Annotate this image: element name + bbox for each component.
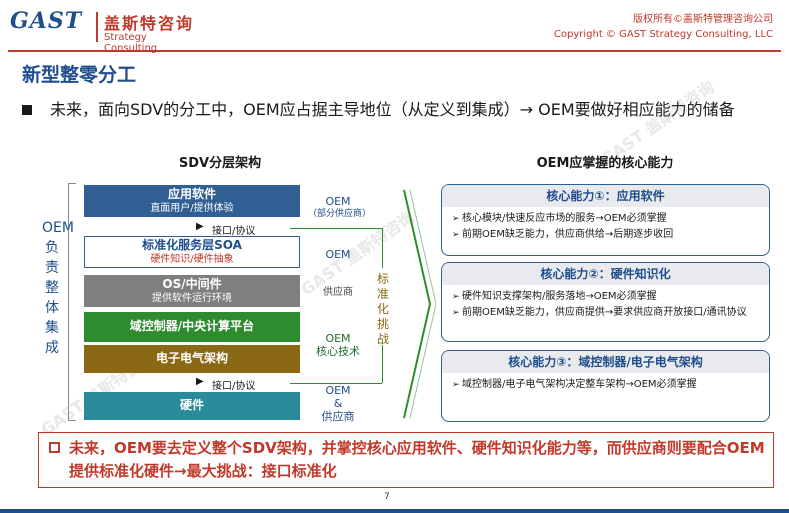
capability-item: ➢核心模块/快速反应市场的服务→OEM必须掌握 <box>442 211 769 227</box>
layer-os-middleware: OS/中间件 提供软件运行环境 <box>84 275 300 307</box>
interface-label: 接口/协议 <box>212 226 256 237</box>
capability-item: ➢硬件知识支撑架构/服务落地→OEM必须掌握 <box>442 289 769 305</box>
oem-integration-label: OEM负责整体集成 <box>42 220 74 356</box>
owner-sub: 核心技术 <box>316 345 360 358</box>
header-divider <box>8 50 781 52</box>
capability-item-text: 前期OEM缺乏能力，供应商提供→要求供应商开放接口/通讯协议 <box>462 307 747 318</box>
slide-title: 新型整零分工 <box>22 64 137 86</box>
conclusion-box: 未来，OEM要去定义整个SDV架构，并掌控核心应用软件、硬件知识化能力等，而供应… <box>38 432 774 488</box>
capability-item-text: 核心模块/快速反应市场的服务→OEM必须掌握 <box>462 213 667 224</box>
arrow-right-icon: ➢ <box>452 230 460 240</box>
logo-gast-text: GAST <box>10 8 83 34</box>
layer-soa: 标准化服务层SOA 硬件知识/硬件抽象 <box>84 236 300 268</box>
bullet-text: 未来，面向SDV的分工中，OEM应占据主导地位（从定义到集成）→ OEM要做好相… <box>50 100 735 119</box>
capability-item-text: 硬件知识支撑架构/服务落地→OEM必须掌握 <box>462 291 657 302</box>
integration-bracket <box>68 183 76 421</box>
owner-sub: （部分供应商） <box>308 209 372 219</box>
owner-label-app: OEM （部分供应商） <box>308 195 372 221</box>
sdv-architecture-title: SDV分层架构 <box>178 156 262 171</box>
layer-main-label: 标准化服务层SOA <box>142 238 242 252</box>
capability-heading: 核心能力②：硬件知识化 <box>442 263 769 285</box>
layer-sub-label: 直面用户/提供体验 <box>150 203 234 214</box>
logo-cn-text: 盖斯特咨询 <box>104 14 195 33</box>
owner-amp: & <box>333 397 343 410</box>
owner-label-domain: OEM 核心技术 <box>308 332 368 358</box>
logo-separator <box>96 12 98 42</box>
challenge-connector <box>290 383 382 384</box>
arrow-right-icon: ➢ <box>452 308 460 318</box>
capability-card: 核心能力③：域控制器/电子电气架构 ➢域控制器/电子电气架构决定整车架构→OEM… <box>441 350 770 422</box>
copyright-notice: 版权所有©盖斯特管理咨询公司 Copyright © GAST Strategy… <box>554 12 773 42</box>
bullet-square-icon <box>22 105 32 115</box>
layer-main-label: 应用软件 <box>167 187 216 201</box>
page-number: 7 <box>384 492 390 502</box>
owner-sub: 供应商 <box>321 410 355 423</box>
hollow-square-bullet-icon <box>49 442 60 453</box>
capability-heading: 核心能力③：域控制器/电子电气架构 <box>442 351 769 373</box>
layer-main-label: OS/中间件 <box>162 277 222 291</box>
capability-card: 核心能力②：硬件知识化 ➢硬件知识支撑架构/服务落地→OEM必须掌握 ➢前期OE… <box>441 262 770 342</box>
bracket-arrow-icon <box>403 189 436 419</box>
capability-item: ➢前期OEM缺乏能力，供应商提供→要求供应商开放接口/通讯协议 <box>442 305 769 321</box>
capability-item-text: 前期OEM缺乏能力，供应商供给→后期逐步收回 <box>462 229 674 240</box>
owner-label-hardware: OEM & 供应商 <box>308 384 368 423</box>
interface-label: 接口/协议 <box>212 381 256 392</box>
challenge-connector <box>382 228 383 268</box>
capability-item: ➢前期OEM缺乏能力，供应商供给→后期逐步收回 <box>442 227 769 243</box>
logo-en-text: Strategy Consulting <box>104 32 158 54</box>
layer-sub-label: 硬件知识/硬件抽象 <box>150 254 234 265</box>
interface-arrow-icon: ▶ <box>196 376 204 387</box>
company-logo: GAST 盖斯特咨询 Strategy Consulting <box>10 6 200 54</box>
layer-ee-architecture: 电子电气架构 <box>84 345 300 373</box>
conclusion-text: 未来，OEM要去定义整个SDV架构，并掌控核心应用软件、硬件知识化能力等，而供应… <box>69 439 765 480</box>
arrow-right-icon: ➢ <box>452 380 460 390</box>
interface-arrow-icon: ▶ <box>196 221 204 232</box>
layer-main-label: 硬件 <box>179 398 204 412</box>
arrow-right-icon: ➢ <box>452 292 460 302</box>
owner-main: OEM <box>325 384 351 397</box>
challenge-connector <box>290 228 382 229</box>
footer-bar <box>0 509 789 513</box>
layer-domain-controller: 域控制器/中央计算平台 <box>84 312 300 342</box>
layer-main-label: 域控制器/中央计算平台 <box>129 319 255 333</box>
arrow-right-icon: ➢ <box>452 214 460 224</box>
challenge-connector <box>382 345 383 383</box>
copyright-cn: 版权所有©盖斯特管理咨询公司 <box>633 14 773 25</box>
standardization-challenge-label: 标准化挑战 <box>376 272 389 346</box>
core-capabilities-title: OEM应掌握的核心能力 <box>536 156 674 171</box>
layer-sub-label: 提供软件运行环境 <box>152 293 232 304</box>
owner-label-soa: OEM <box>325 248 351 261</box>
capability-card: 核心能力①：应用软件 ➢核心模块/快速反应市场的服务→OEM必须掌握 ➢前期OE… <box>441 184 770 256</box>
owner-main: OEM <box>325 332 351 345</box>
owner-label-os: 供应商 <box>323 287 353 298</box>
capability-item-text: 域控制器/电子电气架构决定整车架构→OEM必须掌握 <box>462 379 697 390</box>
capability-item: ➢域控制器/电子电气架构决定整车架构→OEM必须掌握 <box>442 377 769 393</box>
layer-hardware: 硬件 <box>84 392 300 420</box>
copyright-en: Copyright © GAST Strategy Consulting, LL… <box>553 29 773 40</box>
layer-main-label: 电子电气架构 <box>155 351 228 365</box>
owner-main: OEM <box>325 195 351 208</box>
layer-app-software: 应用软件 直面用户/提供体验 <box>84 185 300 217</box>
capability-heading: 核心能力①：应用软件 <box>442 185 769 207</box>
